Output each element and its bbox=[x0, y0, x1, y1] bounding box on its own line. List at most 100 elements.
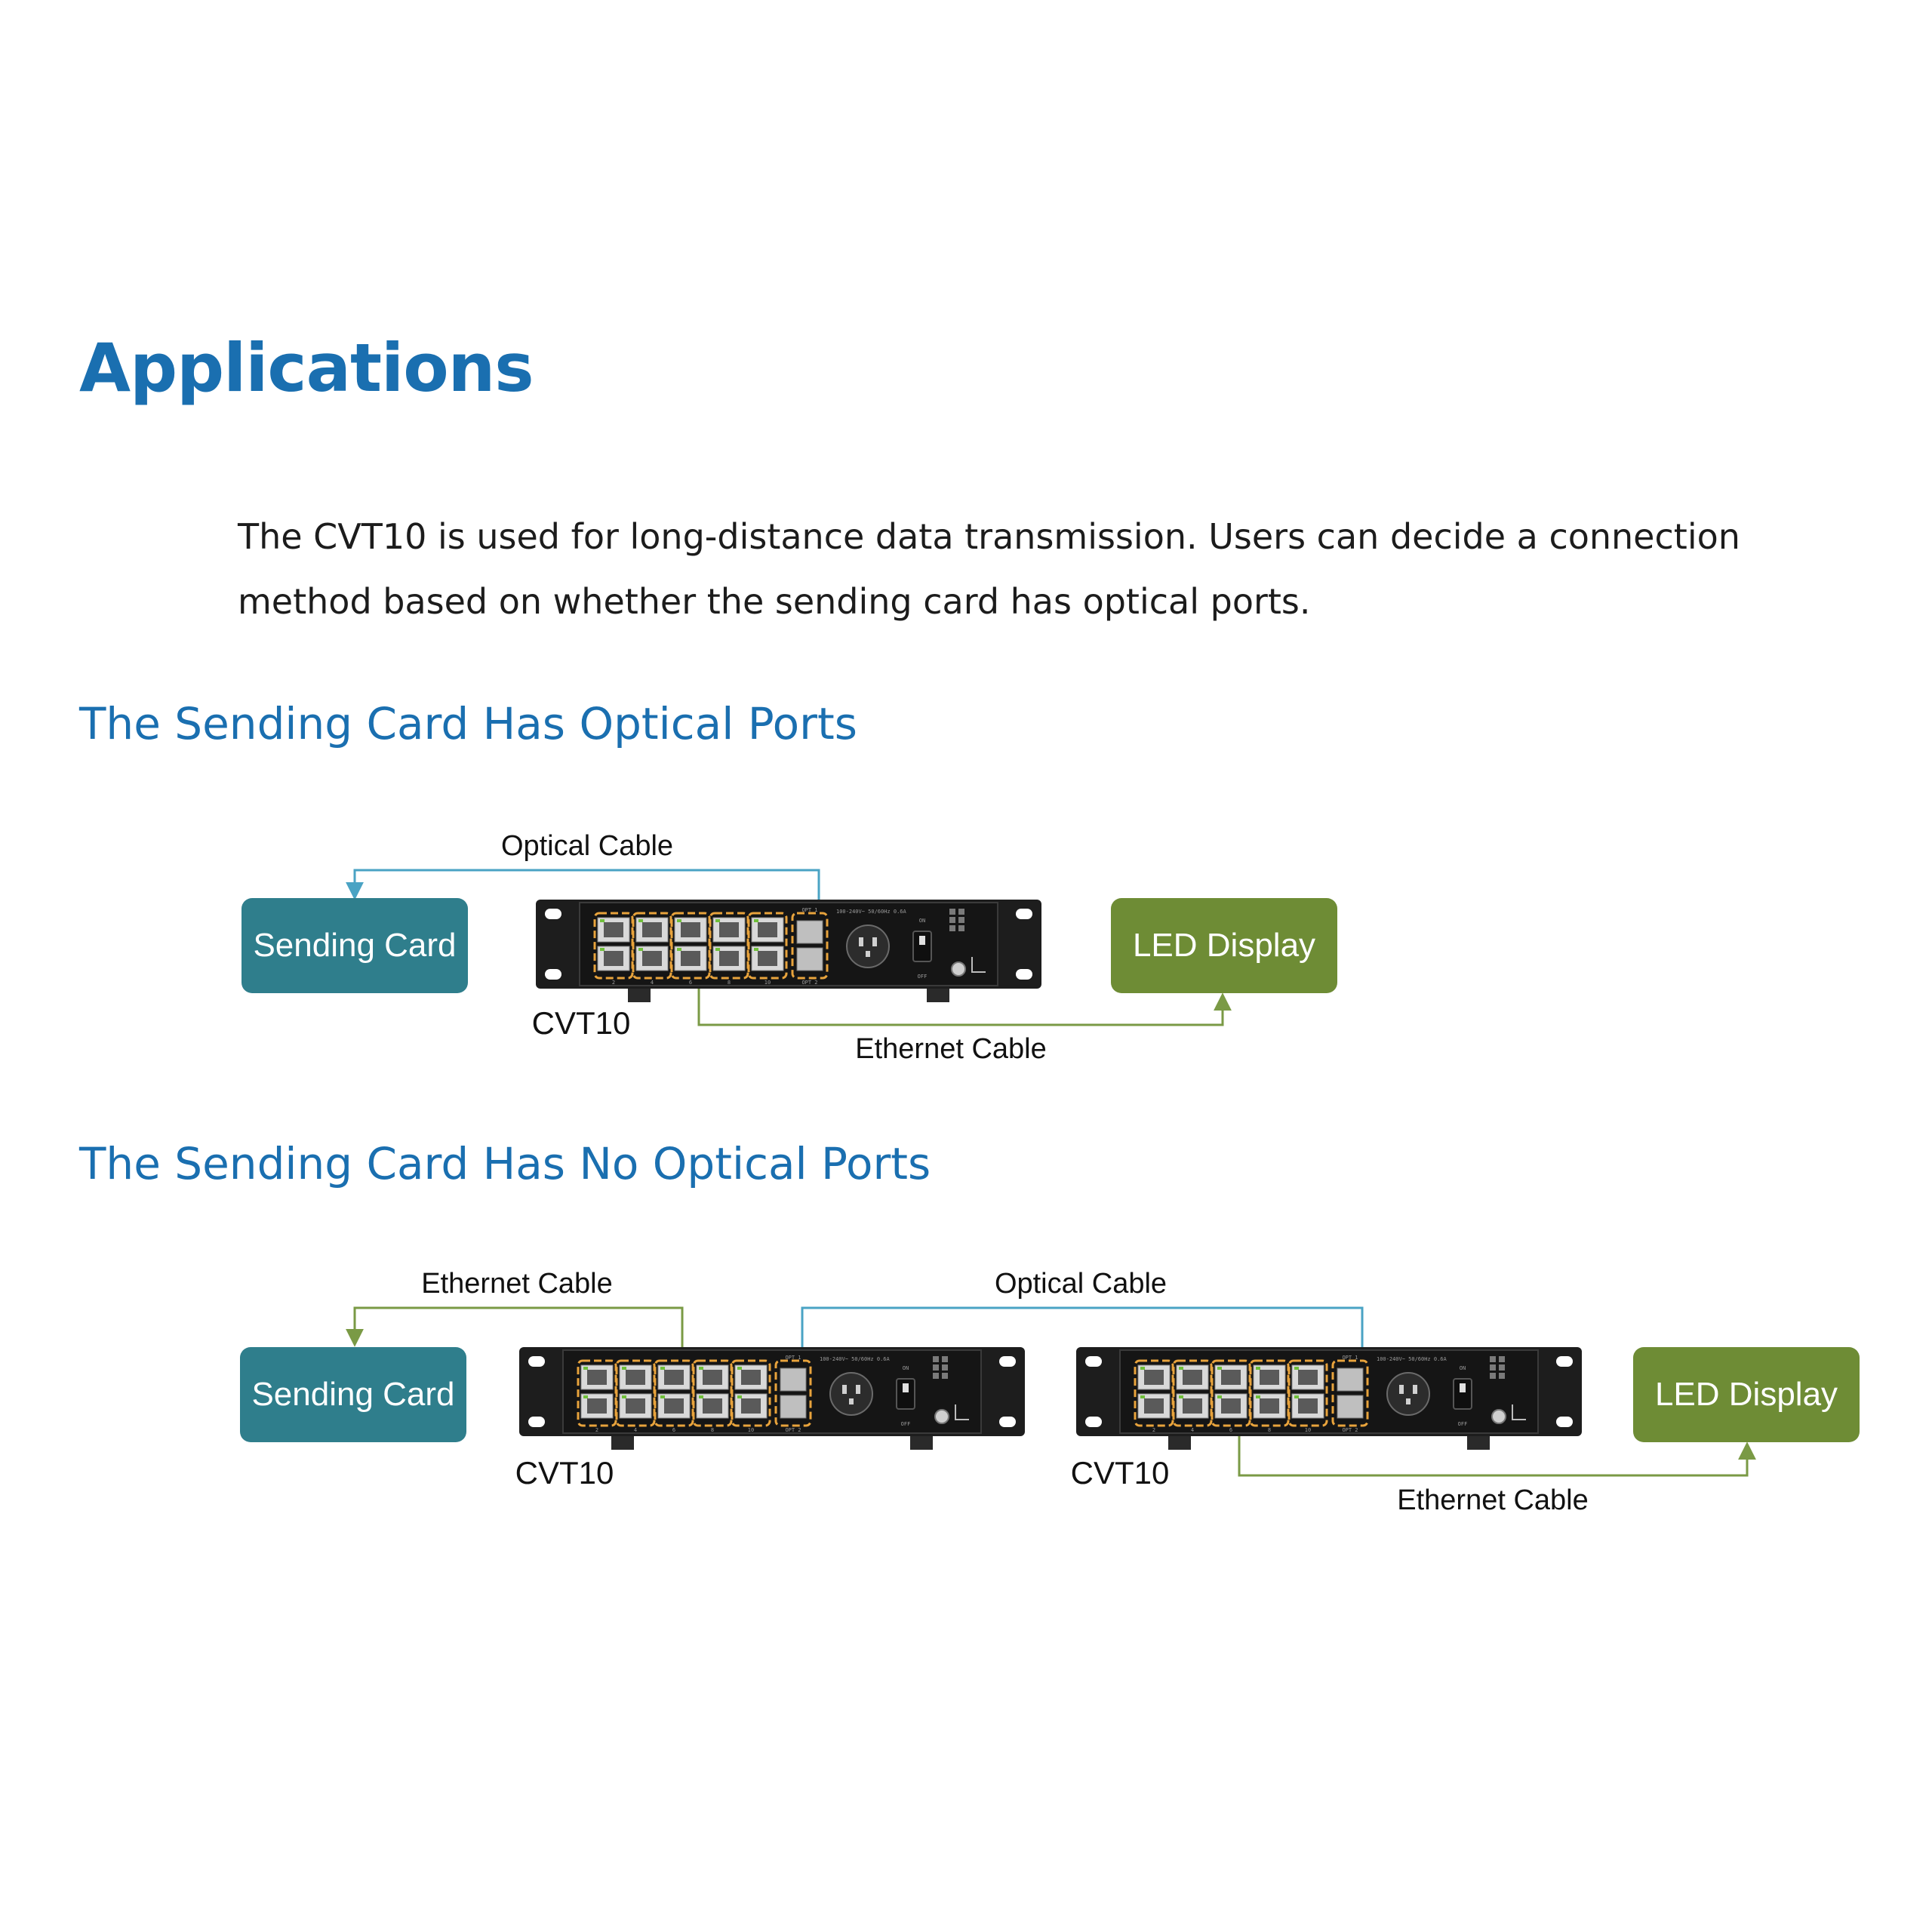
optical-port bbox=[796, 947, 823, 971]
port-number: 4 bbox=[1191, 1427, 1194, 1433]
ethernet-port-socket bbox=[664, 1370, 684, 1385]
power-rating-label: 100-240V~ 50/60Hz 0.6A bbox=[1377, 1356, 1447, 1362]
power-switch-icon bbox=[912, 931, 932, 962]
switch-mark bbox=[903, 1383, 909, 1392]
cvt10-label-b: CVT10 bbox=[1071, 1455, 1170, 1491]
ground-screw-icon bbox=[1491, 1409, 1506, 1424]
power-switch-icon bbox=[1453, 1378, 1472, 1410]
power-pin bbox=[856, 1385, 860, 1394]
device-foot bbox=[628, 989, 651, 1002]
power-pin bbox=[859, 937, 863, 946]
rack-hole bbox=[1085, 1356, 1102, 1367]
svg-text:Sending Card: Sending Card bbox=[251, 1376, 454, 1413]
power-pin bbox=[842, 1385, 847, 1394]
power-pin bbox=[1413, 1385, 1417, 1394]
power-pin bbox=[1406, 1398, 1411, 1404]
ethernet-port-socket bbox=[719, 951, 739, 966]
port-led bbox=[1256, 1395, 1260, 1398]
port-led bbox=[699, 1367, 703, 1370]
port-led bbox=[600, 919, 605, 922]
ethernet-port-socket bbox=[626, 1398, 645, 1414]
ethernet-port-socket bbox=[604, 951, 623, 966]
port-led bbox=[638, 919, 643, 922]
vent-slot bbox=[949, 909, 955, 915]
ethernet-port-highlight bbox=[731, 1359, 771, 1427]
optical-cable-label-2: Optical Cable bbox=[995, 1268, 1167, 1300]
intro-paragraph: The CVT10 is used for long-distance data… bbox=[238, 516, 1740, 622]
port-number: 2 bbox=[1152, 1427, 1155, 1433]
ethernet-cable-top-label: Ethernet Cable bbox=[421, 1268, 613, 1300]
ethernet-cable-bottom-label: Ethernet Cable bbox=[1397, 1484, 1589, 1516]
device-front-panel bbox=[562, 1349, 982, 1434]
optical-port-2-label: OPT 2 bbox=[1342, 1427, 1358, 1433]
port-led bbox=[600, 948, 605, 951]
switch-off-label: OFF bbox=[1458, 1421, 1468, 1427]
port-led bbox=[1140, 1395, 1145, 1398]
ethernet-port-socket bbox=[1221, 1398, 1241, 1414]
port-led bbox=[677, 948, 681, 951]
vent-slot bbox=[933, 1364, 939, 1371]
port-led bbox=[754, 948, 758, 951]
port-led bbox=[1217, 1367, 1222, 1370]
vent-slot bbox=[958, 909, 964, 915]
rack-hole bbox=[545, 969, 561, 980]
ethernet-cable-line bbox=[697, 977, 1232, 1026]
optical-port-2-label: OPT 2 bbox=[801, 980, 817, 986]
optical-port-1-label: OPT 1 bbox=[1342, 1355, 1358, 1361]
ground-screw-icon bbox=[934, 1409, 949, 1424]
device-foot bbox=[1168, 1436, 1191, 1450]
port-led bbox=[715, 948, 720, 951]
vent-slot bbox=[949, 917, 955, 923]
port-led bbox=[1294, 1395, 1299, 1398]
port-number: 6 bbox=[689, 980, 692, 986]
port-led bbox=[754, 919, 758, 922]
ethernet-port-socket bbox=[1260, 1398, 1279, 1414]
vent-slot bbox=[1499, 1373, 1505, 1379]
ground-symbol-icon bbox=[955, 1404, 969, 1420]
ethernet-port-socket bbox=[664, 1398, 684, 1414]
ethernet-port-socket bbox=[681, 951, 700, 966]
ethernet-port-socket bbox=[1144, 1398, 1164, 1414]
optical-port-highlight bbox=[774, 1359, 812, 1427]
vent-slot bbox=[942, 1373, 948, 1379]
ethernet-port-socket bbox=[703, 1370, 722, 1385]
ethernet-port-socket bbox=[642, 951, 662, 966]
ethernet-port-socket bbox=[703, 1398, 722, 1414]
ethernet-port-socket bbox=[642, 922, 662, 937]
device-foot bbox=[910, 1436, 933, 1450]
port-number: 2 bbox=[612, 980, 615, 986]
ethernet-port-socket bbox=[1260, 1370, 1279, 1385]
optical-port bbox=[1337, 1367, 1364, 1392]
optical-cable-label: Optical Cable bbox=[501, 830, 673, 862]
port-led bbox=[622, 1367, 626, 1370]
port-led bbox=[583, 1395, 588, 1398]
port-led bbox=[638, 948, 643, 951]
power-socket-icon bbox=[846, 924, 890, 968]
port-led bbox=[1179, 1395, 1183, 1398]
ethernet-cable-label: Ethernet Cable bbox=[855, 1033, 1047, 1065]
ground-symbol-icon bbox=[971, 957, 986, 973]
sending-card-box-2: Sending Card bbox=[240, 1347, 466, 1442]
ethernet-port-socket bbox=[604, 922, 623, 937]
port-number: 6 bbox=[672, 1427, 675, 1433]
port-led bbox=[583, 1367, 588, 1370]
device-foot bbox=[1467, 1436, 1490, 1450]
vent-slot bbox=[933, 1373, 939, 1379]
power-pin bbox=[872, 937, 877, 946]
rack-hole bbox=[1085, 1417, 1102, 1427]
ethernet-port-highlight bbox=[747, 912, 788, 980]
sending-card-box: Sending Card bbox=[242, 898, 468, 993]
optical-port-highlight bbox=[1331, 1359, 1369, 1427]
ethernet-port-socket bbox=[758, 951, 777, 966]
optical-port-1-label: OPT 1 bbox=[785, 1355, 801, 1361]
vent-slot bbox=[1490, 1356, 1496, 1362]
ethernet-port-highlight bbox=[1287, 1359, 1328, 1427]
ethernet-port-socket bbox=[1298, 1398, 1318, 1414]
rack-hole bbox=[528, 1417, 545, 1427]
ethernet-port-socket bbox=[1183, 1398, 1202, 1414]
port-number: 4 bbox=[651, 980, 654, 986]
port-led bbox=[1179, 1367, 1183, 1370]
vent-slot bbox=[958, 917, 964, 923]
switch-mark bbox=[1460, 1383, 1466, 1392]
ethernet-port-socket bbox=[1144, 1370, 1164, 1385]
